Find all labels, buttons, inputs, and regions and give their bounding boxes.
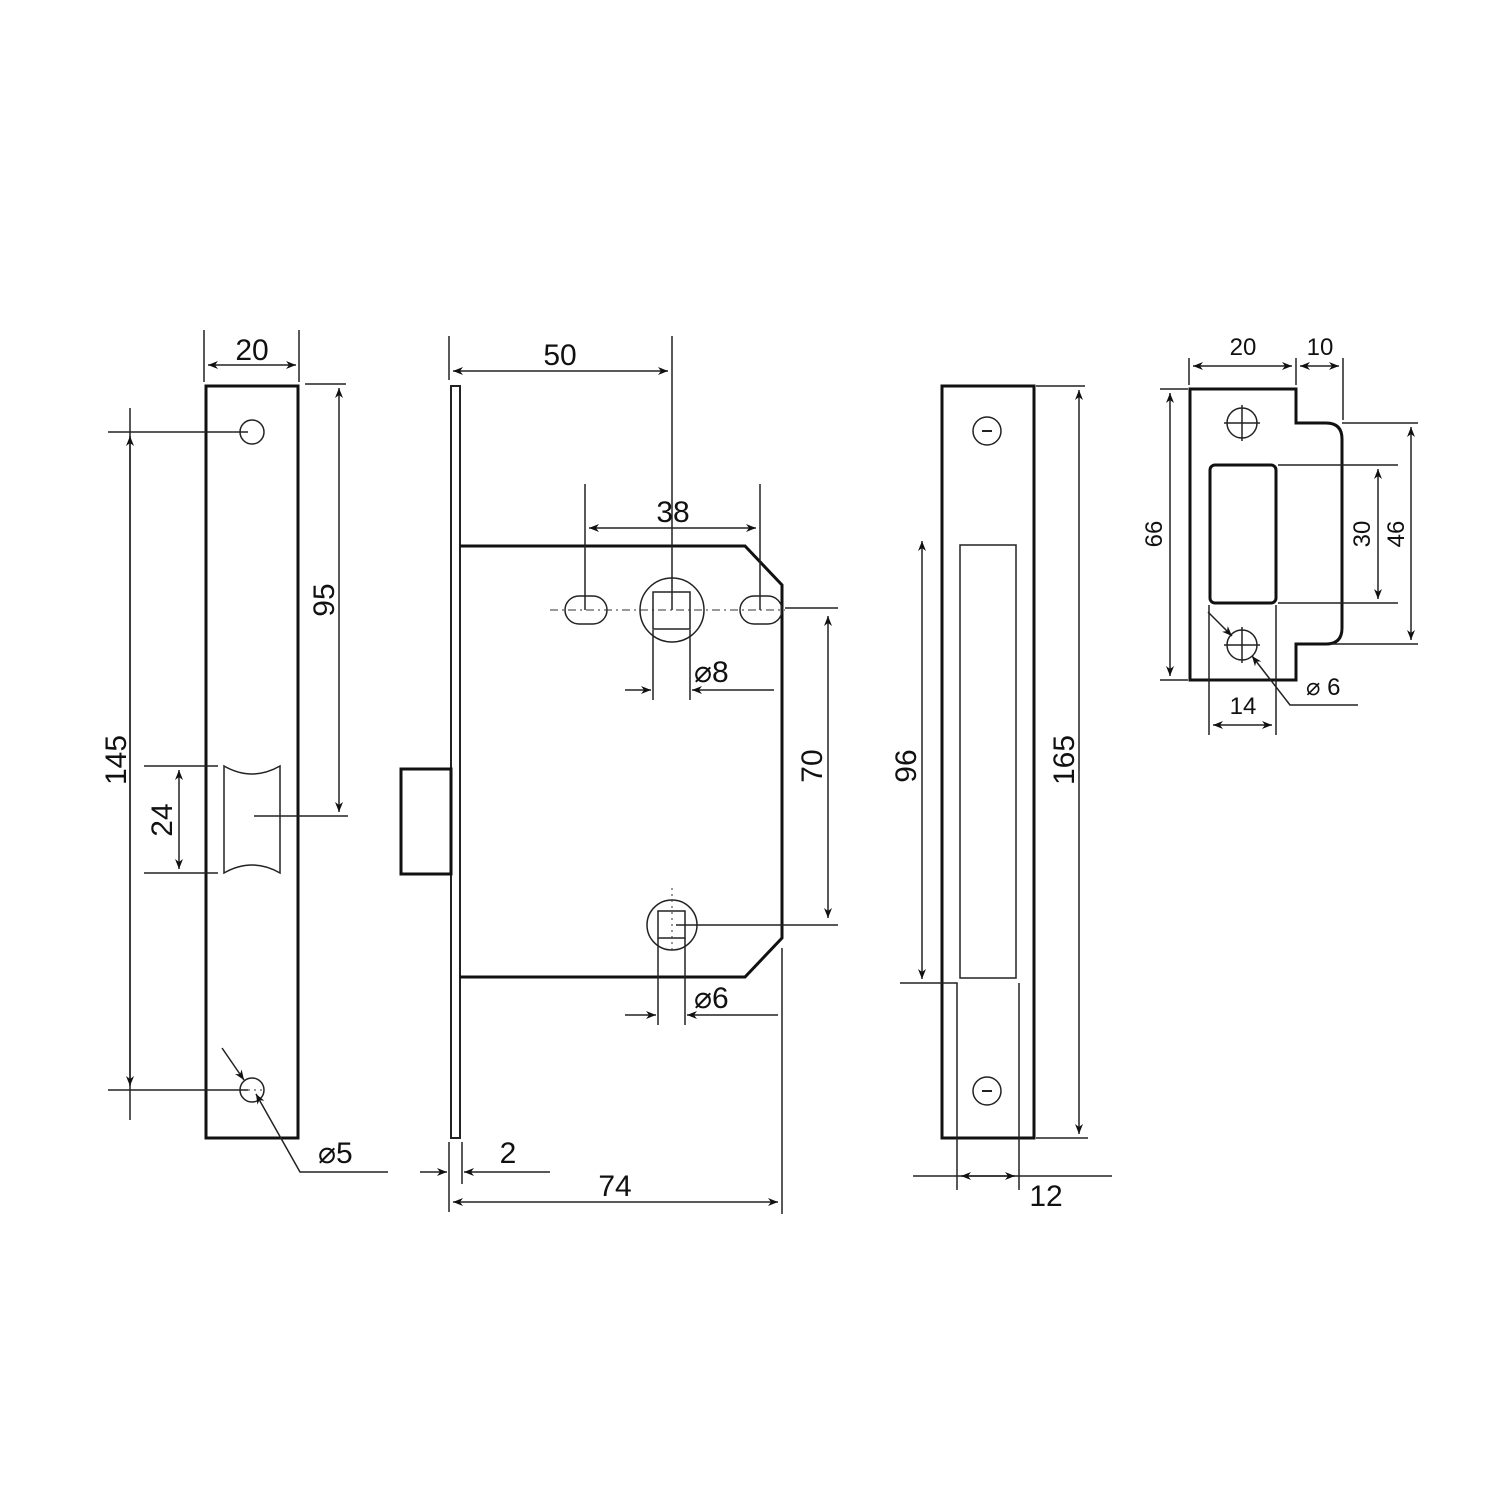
dim-top-to-latch: 95 xyxy=(308,583,341,616)
faceplate-view: 20 145 95 24 ⌀5 xyxy=(100,330,388,1173)
dim-strike-lip: 10 xyxy=(1307,334,1334,361)
strike-opening xyxy=(1208,463,1278,605)
screw-bottom-icon xyxy=(972,1076,1002,1106)
dim-strike-hole-spacing: 14 xyxy=(1230,693,1257,720)
latch-bolt-icon xyxy=(223,764,281,875)
faceplate-outline xyxy=(204,384,300,1140)
front-plate-view: 96 165 12 xyxy=(890,384,1112,1213)
lock-body-outline xyxy=(460,544,784,979)
bolt-cutout xyxy=(959,544,1017,979)
dim-slot-spacing: 38 xyxy=(656,496,689,529)
front-plate-outline xyxy=(940,384,1036,1140)
dim-strike-width: 20 xyxy=(1230,334,1257,361)
dim-body-depth: 74 xyxy=(598,1170,631,1203)
front-plate-edge xyxy=(450,385,461,1139)
strike-plate-view: 20 10 66 30 46 ⌀ 6 14 xyxy=(1141,334,1418,735)
dim-faceplate-hole-diameter: ⌀5 xyxy=(318,1137,353,1170)
strike-plate-outline xyxy=(1188,387,1344,682)
dim-spindle-to-key: 70 xyxy=(796,749,829,782)
dim-body-thickness: 12 xyxy=(1029,1180,1062,1213)
dim-plate-height: 165 xyxy=(1048,735,1081,785)
dim-opening-height: 30 xyxy=(1349,521,1376,548)
dim-key-diameter: ⌀6 xyxy=(694,982,729,1015)
dim-plate-thickness: 2 xyxy=(500,1137,517,1170)
dim-cutout-height: 96 xyxy=(890,749,923,782)
dim-faceplate-width: 20 xyxy=(235,334,268,367)
dim-strike-height: 66 xyxy=(1141,521,1168,548)
latch-bolt-side xyxy=(399,767,453,876)
dim-lip-height: 46 xyxy=(1383,521,1410,548)
dim-strike-hole-diameter: ⌀ 6 xyxy=(1306,674,1340,701)
mount-slot-right-icon xyxy=(739,595,783,625)
dim-backset: 50 xyxy=(543,339,576,372)
lock-body-view: 50 38 ⌀8 70 ⌀6 2 74 xyxy=(399,336,838,1214)
screw-top-icon xyxy=(972,416,1002,446)
dim-hole-spacing: 145 xyxy=(100,735,133,785)
dim-latch-height: 24 xyxy=(146,803,179,836)
dim-spindle-diameter: ⌀8 xyxy=(694,656,729,689)
